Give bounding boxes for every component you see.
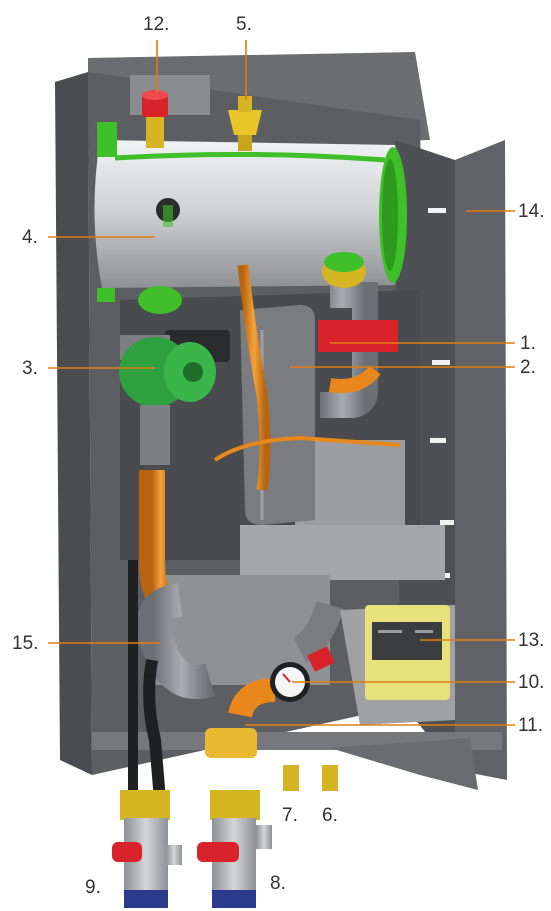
callout-9: 9. <box>85 877 101 898</box>
callout-7: 7. <box>282 805 298 826</box>
cabinet-left-flange <box>55 72 92 775</box>
callout-5: 5. <box>236 14 252 35</box>
air-vent-valve <box>228 96 262 151</box>
controller-display <box>372 622 442 660</box>
mounting-bar <box>240 525 445 580</box>
black-hose <box>128 560 138 790</box>
leader-lines <box>48 40 515 726</box>
bottom-fittings <box>120 728 338 820</box>
callout-10: 10. <box>518 672 544 693</box>
tank-bracket-left <box>97 122 117 157</box>
callout-1: 1. <box>520 333 536 354</box>
callout-13: 13. <box>518 630 544 651</box>
safety-valve <box>142 90 168 148</box>
callout-2: 2. <box>520 357 536 378</box>
shutoff-valve-left <box>112 818 182 908</box>
pressure-gauge <box>270 662 310 702</box>
shutoff-valve-right <box>197 818 272 908</box>
callout-6: 6. <box>322 805 338 826</box>
circulation-pump <box>119 330 230 465</box>
callout-4: 4. <box>22 227 38 248</box>
fitting-7 <box>283 765 299 791</box>
callout-labels: 1. 2. 3. 4. 5. 6. 7. 8. 9. 10. 11. 12. 1… <box>12 14 544 898</box>
fitting-6 <box>322 765 338 791</box>
black-drain-hose <box>143 658 166 801</box>
cabinet-bottom-bracket <box>330 738 478 790</box>
callout-8: 8. <box>270 873 286 894</box>
callout-11: 11. <box>518 715 543 736</box>
callout-15: 15. <box>12 633 38 654</box>
red-clip <box>307 646 335 672</box>
control-unit <box>340 605 455 725</box>
callout-3: 3. <box>22 358 38 379</box>
expansion-tank <box>94 122 407 314</box>
cabinet-right-side-panel <box>455 140 507 780</box>
callout-12: 12. <box>143 14 169 35</box>
return-elbow <box>136 583 344 699</box>
tank-outlet <box>138 286 182 314</box>
callout-14: 14. <box>518 201 544 222</box>
tank-bracket-bottom <box>97 288 115 302</box>
